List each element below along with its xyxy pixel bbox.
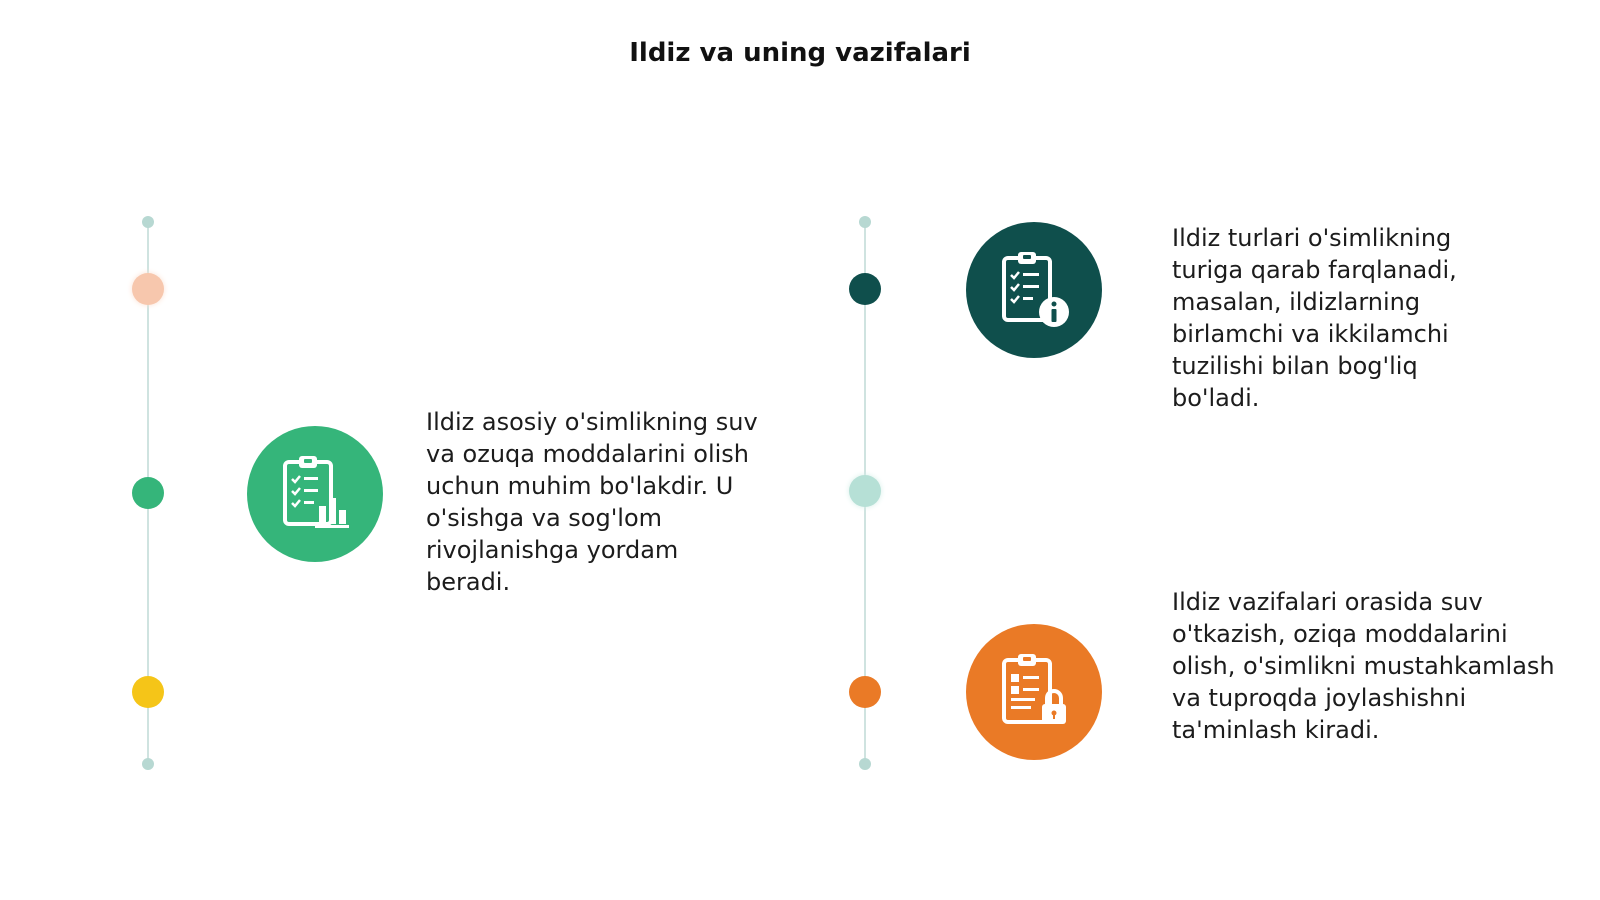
item-2-icon-circle xyxy=(966,222,1102,358)
clipboard-lock-icon xyxy=(1002,654,1066,724)
item-2-description: Ildiz turlari o'simlikning turiga qarab … xyxy=(1172,224,1457,412)
page-title: Ildiz va uning vazifalari xyxy=(629,38,971,68)
item-3-description: Ildiz vazifalari orasida suv o'tkazish, … xyxy=(1172,588,1555,744)
left-node-peach xyxy=(132,273,164,305)
item-1-icon-circle xyxy=(247,426,383,562)
left-timeline-top-dot xyxy=(142,216,154,228)
left-node-yellow xyxy=(132,676,164,708)
clipboard-info-icon xyxy=(1002,252,1069,327)
clipboard-chart-icon xyxy=(283,456,349,528)
right-timeline-bottom-dot xyxy=(859,758,871,770)
right-node-orange xyxy=(849,676,881,708)
left-timeline-bottom-dot xyxy=(142,758,154,770)
item-3-icon-circle xyxy=(966,624,1102,760)
right-node-mint xyxy=(849,475,881,507)
right-node-dark-teal xyxy=(849,273,881,305)
item-1-description: Ildiz asosiy o'simlikning suv va ozuqa m… xyxy=(426,408,758,596)
right-timeline-top-dot xyxy=(859,216,871,228)
left-node-green xyxy=(132,477,164,509)
